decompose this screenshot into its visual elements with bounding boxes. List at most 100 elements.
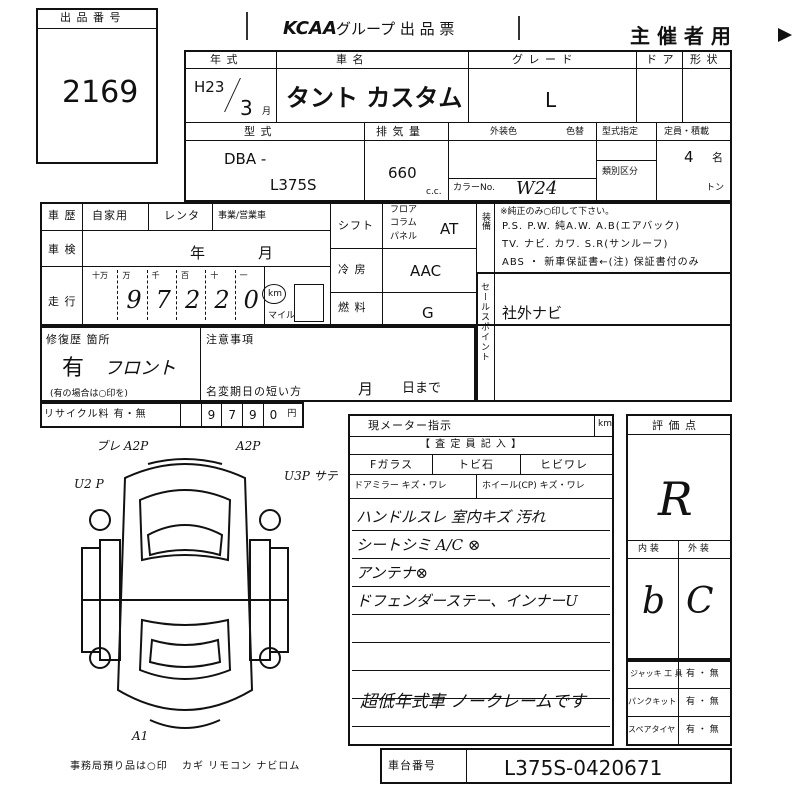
model-prefix: DBA -	[224, 150, 267, 168]
recycle-digit-value: 9	[207, 408, 217, 422]
shift-column: コラム	[390, 218, 417, 228]
transfer-month: 月	[358, 380, 374, 398]
mileage-digit-value: 0	[243, 286, 259, 314]
mileage-digit-value: 7	[155, 286, 171, 314]
office-note: 事務局預り品は○印	[70, 761, 168, 772]
fuel-value: G	[422, 304, 434, 322]
model-label: 型 式	[244, 125, 273, 138]
displacement-label: 排 気 量	[376, 125, 421, 138]
item-crack: ヒビワレ	[540, 458, 588, 471]
comment-5: 超低年式車 ノークレームです	[360, 692, 586, 712]
rating-label: 評 価 点	[652, 419, 697, 432]
inspection-year-unit: 年	[190, 244, 206, 262]
mileage-digit-value: 2	[214, 286, 230, 314]
fuel-label: 燃 料	[338, 301, 367, 314]
mileage-digit-value: 2	[185, 286, 201, 314]
shift-label: シフト	[338, 219, 374, 232]
month-value: 3	[240, 96, 253, 120]
equipment-line3: ABS ・ 新車保証書←(注) 保証書付のみ	[502, 257, 700, 268]
load-unit: トン	[706, 183, 725, 193]
recycle-digit-cell: 9	[242, 402, 264, 428]
mark-rear: A1	[132, 729, 149, 743]
car-diagram	[81, 458, 289, 729]
year-label: 年 式	[210, 53, 239, 66]
stamp-mark-icon	[246, 12, 256, 40]
mileage-digit-label: 百	[181, 271, 189, 280]
history-business: 事業/営業車	[218, 211, 267, 221]
km-mile-box	[294, 284, 324, 322]
kcaa-logo: KCAA	[283, 18, 337, 39]
name-label: 車 名	[336, 53, 365, 66]
mileage-label: 走 行	[48, 295, 77, 308]
lot-number: 2169	[62, 75, 139, 110]
history-private: 自家用	[92, 209, 128, 222]
puncture-yesno: 有 ・ 無	[686, 697, 719, 707]
mileage-digit-label: 一	[239, 271, 248, 280]
inspection-label: 車 検	[48, 243, 77, 256]
mark-right: U3P サテ	[284, 469, 338, 483]
mileage-digit-cell: 十万	[88, 270, 117, 320]
grade-label: グ レ ー ド	[512, 53, 574, 66]
km-circle-icon	[262, 284, 286, 304]
grade-value: L	[545, 88, 557, 112]
inspector-section-label: 【 査 定 員 記 入 】	[420, 439, 523, 450]
corner-mark-icon	[518, 16, 528, 40]
recycle-digit-cell: 7	[221, 402, 243, 428]
puncture-label: パンクキット	[628, 697, 677, 706]
chassis-label: 車台番号	[388, 759, 436, 772]
capacity-unit: 名	[712, 151, 724, 164]
sales-points-label: セールスポイント	[479, 282, 489, 362]
cc-unit: c.c.	[426, 187, 442, 197]
repair-value: 有	[62, 356, 85, 381]
equipment-line1: P.S. P.W. 純A.W. A.B(エアバック)	[502, 221, 681, 232]
doors-label: ド ア	[646, 53, 675, 66]
color-change-label: 色替	[566, 127, 585, 137]
repair-label: 修復歴 箇所	[46, 333, 111, 346]
repair-location: フロント	[104, 358, 176, 379]
recycle-digit-value: 7	[228, 408, 237, 422]
shape-label: 形 状	[690, 53, 719, 66]
mileage-digit-label: 万	[122, 271, 131, 280]
model-value: L375S	[270, 176, 317, 194]
recycle-digit-cell	[180, 402, 202, 428]
name-value: タント カスタム	[286, 84, 463, 112]
notes-label: 注意事項	[206, 333, 254, 346]
shift-floor: フロア	[390, 205, 418, 215]
repair-note: (有の場合は○印を)	[50, 389, 128, 399]
lot-label: 出 品 番 号	[60, 11, 122, 24]
item-door-mirror: ドアミラー キズ・ワレ	[354, 481, 447, 491]
mark-front-right: A2P	[236, 439, 261, 453]
inspection-month-unit: 月	[258, 244, 274, 262]
exterior-score: C	[686, 581, 714, 622]
type-designation-label: 型式指定	[602, 127, 639, 137]
recycle-digit-cell: 9	[200, 402, 223, 428]
displacement-value: 660	[388, 164, 417, 182]
interior-label: 内 装	[638, 544, 659, 554]
comment-2: シートシミ A/C ⊗	[356, 536, 481, 554]
item-wheel: ホイール(CP) キズ・ワレ	[482, 481, 585, 491]
recycle-digit-value: 0	[269, 408, 279, 422]
meter-label: 現メーター指示	[368, 419, 452, 432]
mark-front-left: ブレ A2P	[96, 439, 149, 453]
history-rental: レンタ	[164, 209, 200, 222]
transfer-day: 日まで	[402, 381, 442, 396]
equipment-line2: TV. ナビ. カワ. S.R(サンルーフ)	[502, 239, 669, 250]
spare-label: スペアタイヤ	[628, 725, 676, 734]
comment-1: ハンドルスレ 室内キズ 汚れ	[356, 508, 546, 526]
interior-score: b	[642, 581, 666, 622]
arrow-icon	[778, 28, 792, 42]
transfer-label: 名変期日の短い方	[206, 385, 302, 398]
organizer-label: 主 催 者 用	[630, 24, 731, 48]
mile-label: マイル	[268, 311, 296, 321]
capacity-value: 4	[684, 148, 694, 166]
equipment-note: ※純正のみ○印して下さい。	[500, 207, 615, 217]
capacity-label: 定員・積載	[664, 127, 710, 137]
mileage-digit-label: 千	[151, 271, 160, 280]
form-title: グループ 出 品 票	[336, 20, 455, 38]
